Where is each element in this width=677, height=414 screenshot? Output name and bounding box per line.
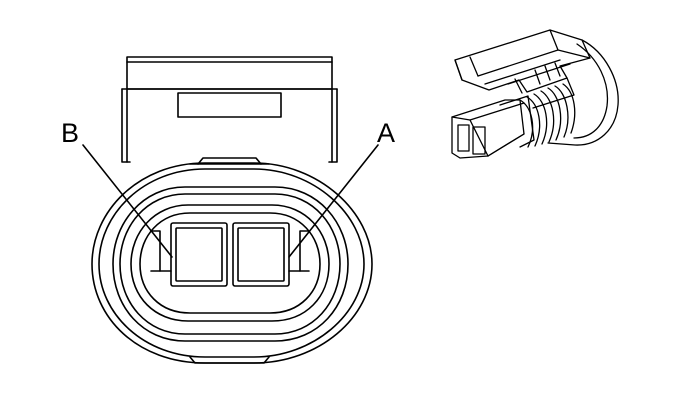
leader-line-a: [288, 144, 379, 258]
terminal-block: [451, 95, 535, 159]
connector-isometric-view: [451, 29, 619, 159]
terminal-cavity-a: [232, 222, 290, 287]
callout-label-b: B: [61, 118, 79, 148]
tab-window: [177, 92, 282, 118]
connector-front-view: [91, 56, 373, 364]
spring-seal: [519, 83, 576, 148]
terminal-cavity-b: [170, 222, 228, 287]
callout-label-a: A: [377, 118, 395, 148]
inner-seal-ring: [112, 186, 349, 342]
callouts: B A: [61, 118, 395, 258]
rear-body: [547, 39, 619, 146]
latch-housing: [454, 29, 591, 109]
leader-line-b: [82, 144, 173, 258]
locking-tab: [121, 56, 338, 163]
